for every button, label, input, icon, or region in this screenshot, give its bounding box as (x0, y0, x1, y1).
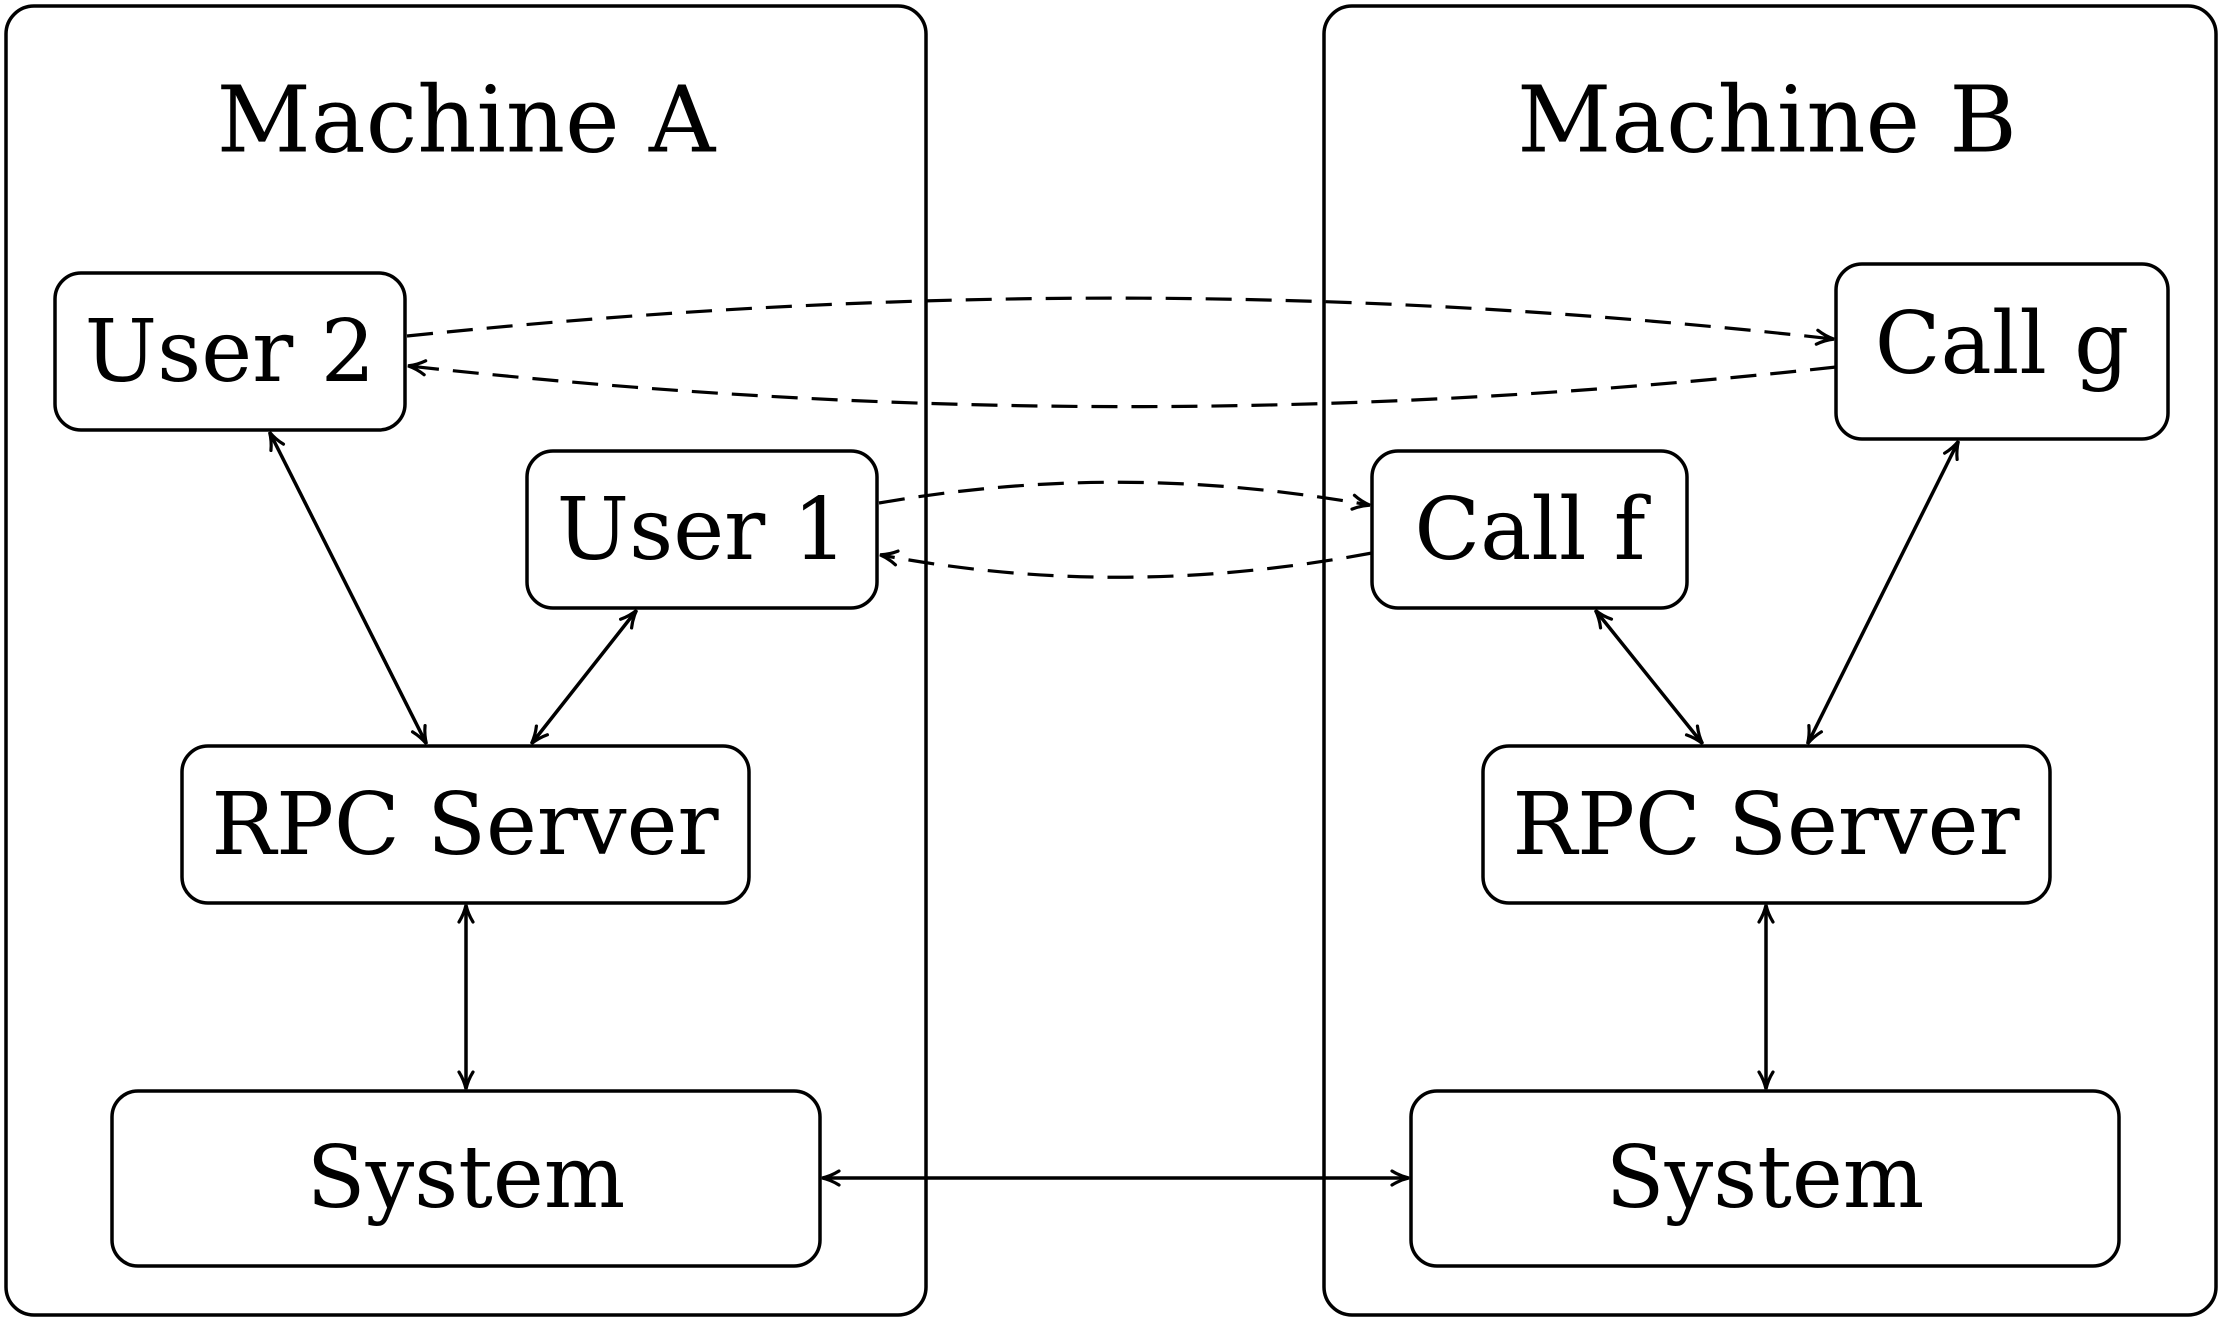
node-rpc-server-b: RPC Server (1481, 744, 2052, 905)
node-call-f: Call f (1370, 449, 1689, 610)
node-rpc-server-a-box (180, 744, 751, 905)
edge-callf-rpc-b (1593, 608, 1705, 746)
node-user-2: User 2 (53, 271, 407, 432)
node-user-1-label: User 1 (557, 480, 848, 580)
edge-user2-to-callg (406, 296, 1835, 346)
edge-callg-rpc-b (1805, 440, 1961, 745)
node-user-2-box (53, 271, 407, 432)
node-rpc-server-a: RPC Server (180, 744, 751, 905)
edge-callg-to-user2 (407, 359, 1837, 409)
node-user-1-box (525, 449, 879, 610)
node-rpc-server-b-label: RPC Server (1512, 775, 2020, 875)
node-system-a: System (110, 1089, 822, 1268)
node-user-2-label: User 2 (85, 302, 376, 402)
edge-callf-to-user1 (879, 549, 1373, 579)
edge-user1-rpc-a (529, 608, 639, 746)
node-system-b: System (1409, 1089, 2121, 1268)
edge-user2-rpc-a (267, 431, 429, 745)
node-system-a-label: System (307, 1128, 626, 1228)
node-rpc-server-a-label: RPC Server (211, 775, 719, 875)
machine-b-title: Machine B (1517, 67, 2017, 174)
edge-user1-to-callf (878, 480, 1371, 511)
node-call-f-box (1370, 449, 1689, 610)
machine-a-title: Machine A (217, 67, 717, 174)
node-call-f-label: Call f (1414, 480, 1650, 580)
node-system-a-box (110, 1089, 822, 1268)
node-call-g: Call g (1834, 262, 2170, 441)
node-call-g-label: Call g (1875, 294, 2129, 394)
node-call-g-box (1834, 262, 2170, 441)
node-system-b-label: System (1606, 1128, 1925, 1228)
node-system-b-box (1409, 1089, 2121, 1268)
node-user-1: User 1 (525, 449, 879, 610)
node-rpc-server-b-box (1481, 744, 2052, 905)
